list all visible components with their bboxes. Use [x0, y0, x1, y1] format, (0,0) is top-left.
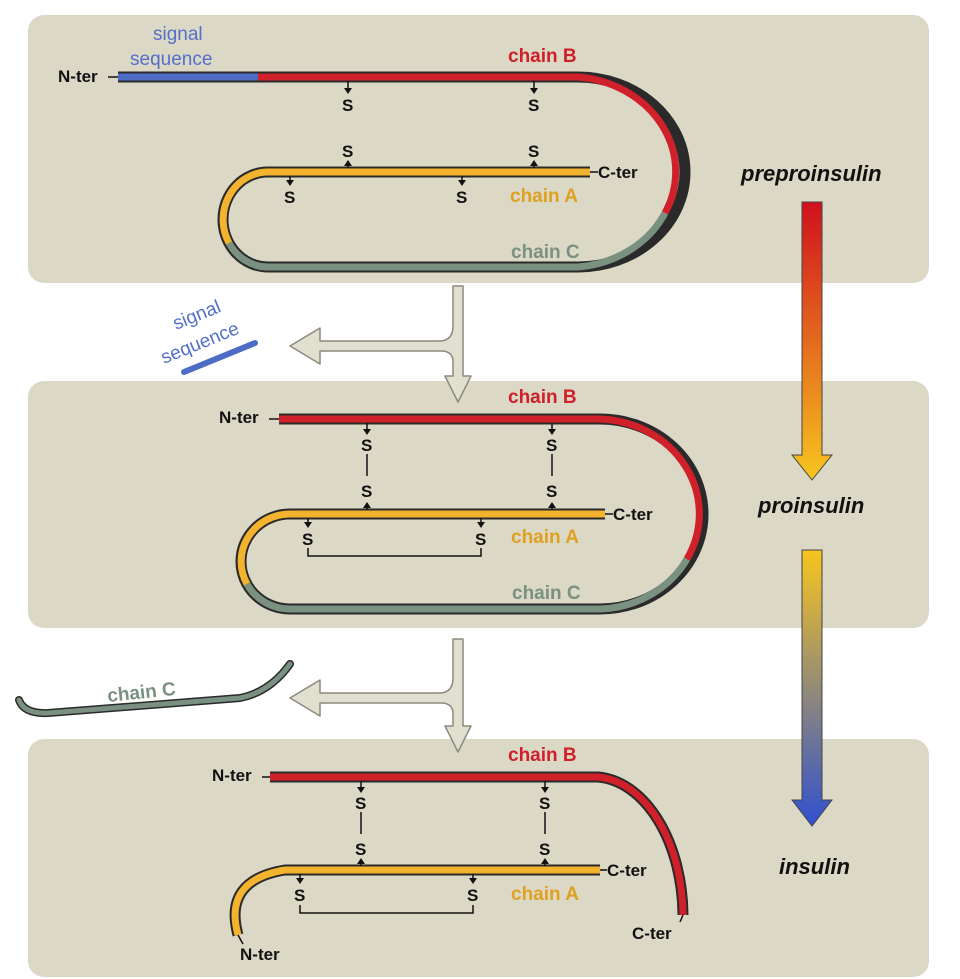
gradient-arrow-pre-to-pro [790, 201, 834, 481]
sulfur-label: S [528, 142, 539, 161]
chain-b-label: chain B [508, 46, 577, 67]
stage-label-insulin: insulin [779, 854, 850, 879]
signal-sequence-label: sequence [130, 49, 212, 70]
c-terminus-label: C-ter [632, 924, 672, 943]
released-signal-sequence: signal sequence [158, 297, 258, 375]
chain-c-segment [243, 557, 691, 613]
sulfur-label: S [342, 142, 353, 161]
insulin-molecule: N-ter C-ter C-ter N-ter S S S S S S chai… [212, 745, 689, 964]
sulfur-label: S [355, 794, 366, 813]
chain-b-segment [279, 415, 703, 561]
released-signal-label: sequence [158, 318, 242, 368]
sulfur-label: S [294, 886, 305, 905]
chain-a-segment [237, 510, 605, 586]
chain-b-segment [270, 773, 687, 916]
gradient-arrow-pro-to-insulin [790, 549, 834, 827]
released-chain-c: chain C [15, 660, 294, 718]
sulfur-label: S [539, 840, 550, 859]
sulfur-label: S [355, 840, 366, 859]
disulfide-bonds [296, 781, 549, 914]
disulfide-bonds [304, 423, 556, 557]
cysteine-residues [286, 81, 538, 186]
c-terminus-label: C-ter [607, 861, 647, 880]
chain-b-label: chain B [508, 387, 577, 408]
chain-b-label: chain B [508, 745, 577, 766]
sulfur-label: S [342, 96, 353, 115]
sulfur-label: S [539, 794, 550, 813]
released-chain-c-peptide [16, 661, 293, 716]
c-terminus-label: C-ter [598, 163, 638, 182]
proinsulin-molecule: N-ter C-ter S S S S S S chain B chain A … [219, 387, 709, 615]
c-terminus-label: C-ter [613, 505, 653, 524]
sulfur-label: S [528, 96, 539, 115]
chain-a-segment [219, 168, 590, 245]
sulfur-label: S [546, 436, 557, 455]
chain-a-label: chain A [510, 186, 578, 207]
sulfur-label: S [284, 188, 295, 207]
sulfur-label: S [361, 436, 372, 455]
chain-c-label: chain C [512, 583, 581, 604]
sulfur-label: S [361, 482, 372, 501]
signal-sequence-label: signal [153, 24, 203, 45]
sulfur-label: S [302, 530, 313, 549]
sulfur-label: S [467, 886, 478, 905]
panel-proinsulin [28, 381, 929, 628]
panel-insulin [28, 739, 929, 977]
released-signal-peptide [181, 340, 258, 375]
n-terminus-label: N-ter [212, 766, 252, 785]
sulfur-label: S [546, 482, 557, 501]
cleavage-arrow-signal [289, 285, 472, 403]
n-terminus-label: N-ter [219, 408, 259, 427]
preproinsulin-molecule: N-ter C-ter S S S S S S signal sequence … [58, 24, 691, 273]
n-terminus-label: N-ter [240, 945, 280, 964]
chain-a-label: chain A [511, 884, 579, 905]
stage-label-preproinsulin: preproinsulin [740, 161, 882, 186]
n-terminus-label: N-ter [58, 67, 98, 86]
chain-b-segment [258, 73, 680, 215]
chain-c-segment [225, 211, 669, 271]
chain-a-label: chain A [511, 527, 579, 548]
chain-a-segment [231, 866, 600, 936]
sulfur-label: S [475, 530, 486, 549]
sulfur-label: S [456, 188, 467, 207]
stage-label-proinsulin: proinsulin [757, 493, 864, 518]
cleavage-arrow-chain-c [289, 638, 472, 753]
chain-c-label: chain C [511, 242, 580, 263]
